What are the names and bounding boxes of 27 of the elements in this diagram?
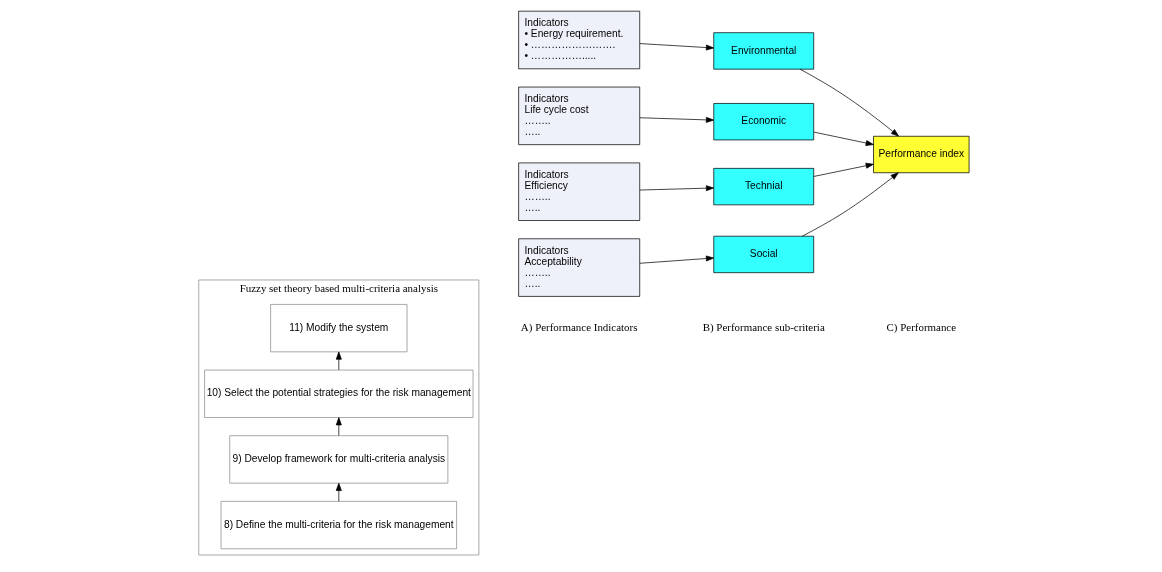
arrow <box>801 172 899 237</box>
arrow <box>799 68 899 137</box>
node-box: Economic <box>713 103 815 141</box>
arrow <box>639 185 714 192</box>
arrow <box>639 116 714 123</box>
node-box: Performance index <box>873 135 970 174</box>
node-box: 9) Develop framework for multi-criteria analysis <box>229 435 449 484</box>
node-box: Indicators Acceptability …….. ….. <box>518 238 641 297</box>
arrow <box>335 351 342 371</box>
node-box: Environmental <box>713 32 815 70</box>
arrow <box>639 255 714 264</box>
node-box: 10) Select the potential strategies for the risk management <box>204 369 474 418</box>
arrow <box>639 43 714 51</box>
node-box: Indicators • Energy requirement. • ……………………. • ……………..... <box>518 10 641 70</box>
node-box: Indicators Efficiency …….. ….. <box>518 162 641 221</box>
arrow <box>335 482 342 502</box>
node-box: Indicators Life cycle cost …….. ….. <box>518 86 641 146</box>
node-box: Technial <box>713 168 815 206</box>
node-box: 8) Define the multi-criteria for the risk management <box>220 501 457 550</box>
arrow <box>335 417 342 436</box>
label: B) Performance sub-criteria <box>702 320 825 333</box>
node-box: 11) Modify the system <box>270 304 408 353</box>
node-box: Social <box>713 235 815 274</box>
label: A) Performance Indicators <box>520 320 638 333</box>
label: C) Performance <box>886 320 957 333</box>
arrow <box>813 131 874 146</box>
arrow <box>813 162 874 177</box>
